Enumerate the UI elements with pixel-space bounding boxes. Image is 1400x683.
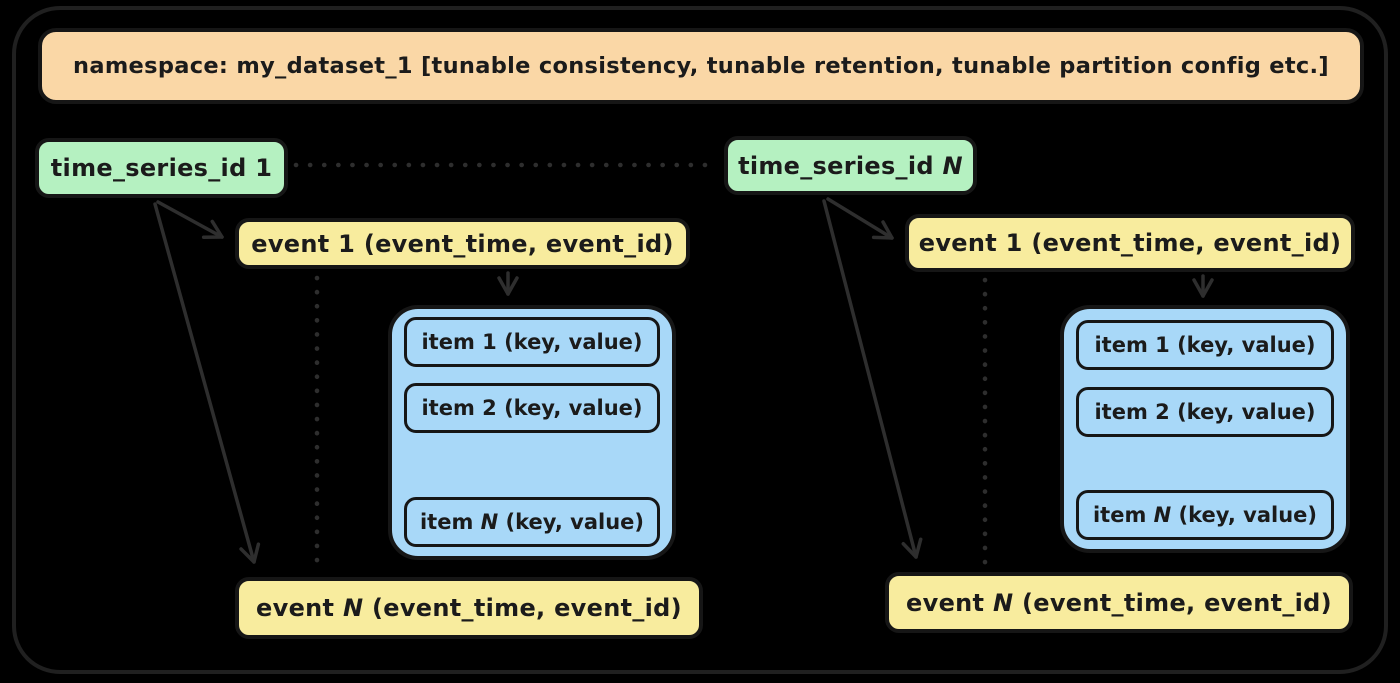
item-1-label-right: item 1 (key, value) — [1094, 333, 1316, 357]
event-1-label-left: event 1 (event_time, event_id) — [251, 229, 674, 258]
item-n-box-left: item N (key, value) — [404, 497, 660, 547]
namespace-label: namespace: my_dataset_1 [tunable consist… — [73, 53, 1329, 79]
item-n-label-left: item N (key, value) — [419, 510, 644, 534]
item-n-label-right: item N (key, value) — [1092, 503, 1317, 527]
event-n-box-left: event N (event_time, event_id) — [235, 577, 703, 639]
item-2-box-left: item 2 (key, value) — [404, 383, 660, 433]
namespace-banner: namespace: my_dataset_1 [tunable consist… — [38, 28, 1364, 104]
item-n-box-right: item N (key, value) — [1076, 490, 1334, 540]
outer-frame — [12, 6, 1388, 674]
time-series-n-label: time_series_id N — [738, 151, 963, 180]
item-1-label-left: item 1 (key, value) — [421, 330, 643, 354]
event-n-label-left: event N (event_time, event_id) — [256, 594, 682, 622]
event-n-box-right: event N (event_time, event_id) — [885, 572, 1353, 633]
event-1-label-right: event 1 (event_time, event_id) — [918, 229, 1342, 257]
time-series-1-box: time_series_id 1 — [35, 138, 288, 198]
items-container-right: item 1 (key, value) item 2 (key, value) … — [1060, 305, 1350, 553]
time-series-1-label: time_series_id 1 — [50, 154, 273, 182]
item-2-box-right: item 2 (key, value) — [1076, 387, 1334, 437]
event-n-label-right: event N (event_time, event_id) — [906, 588, 1332, 617]
item-2-label-left: item 2 (key, value) — [421, 396, 643, 420]
item-2-label-right: item 2 (key, value) — [1094, 400, 1316, 424]
time-series-n-box: time_series_id N — [724, 136, 977, 195]
event-1-box-left: event 1 (event_time, event_id) — [235, 218, 690, 269]
event-1-box-right: event 1 (event_time, event_id) — [905, 214, 1355, 272]
item-1-box-right: item 1 (key, value) — [1076, 320, 1334, 370]
items-container-left: item 1 (key, value) item 2 (key, value) … — [388, 305, 676, 560]
item-1-box-left: item 1 (key, value) — [404, 317, 660, 367]
